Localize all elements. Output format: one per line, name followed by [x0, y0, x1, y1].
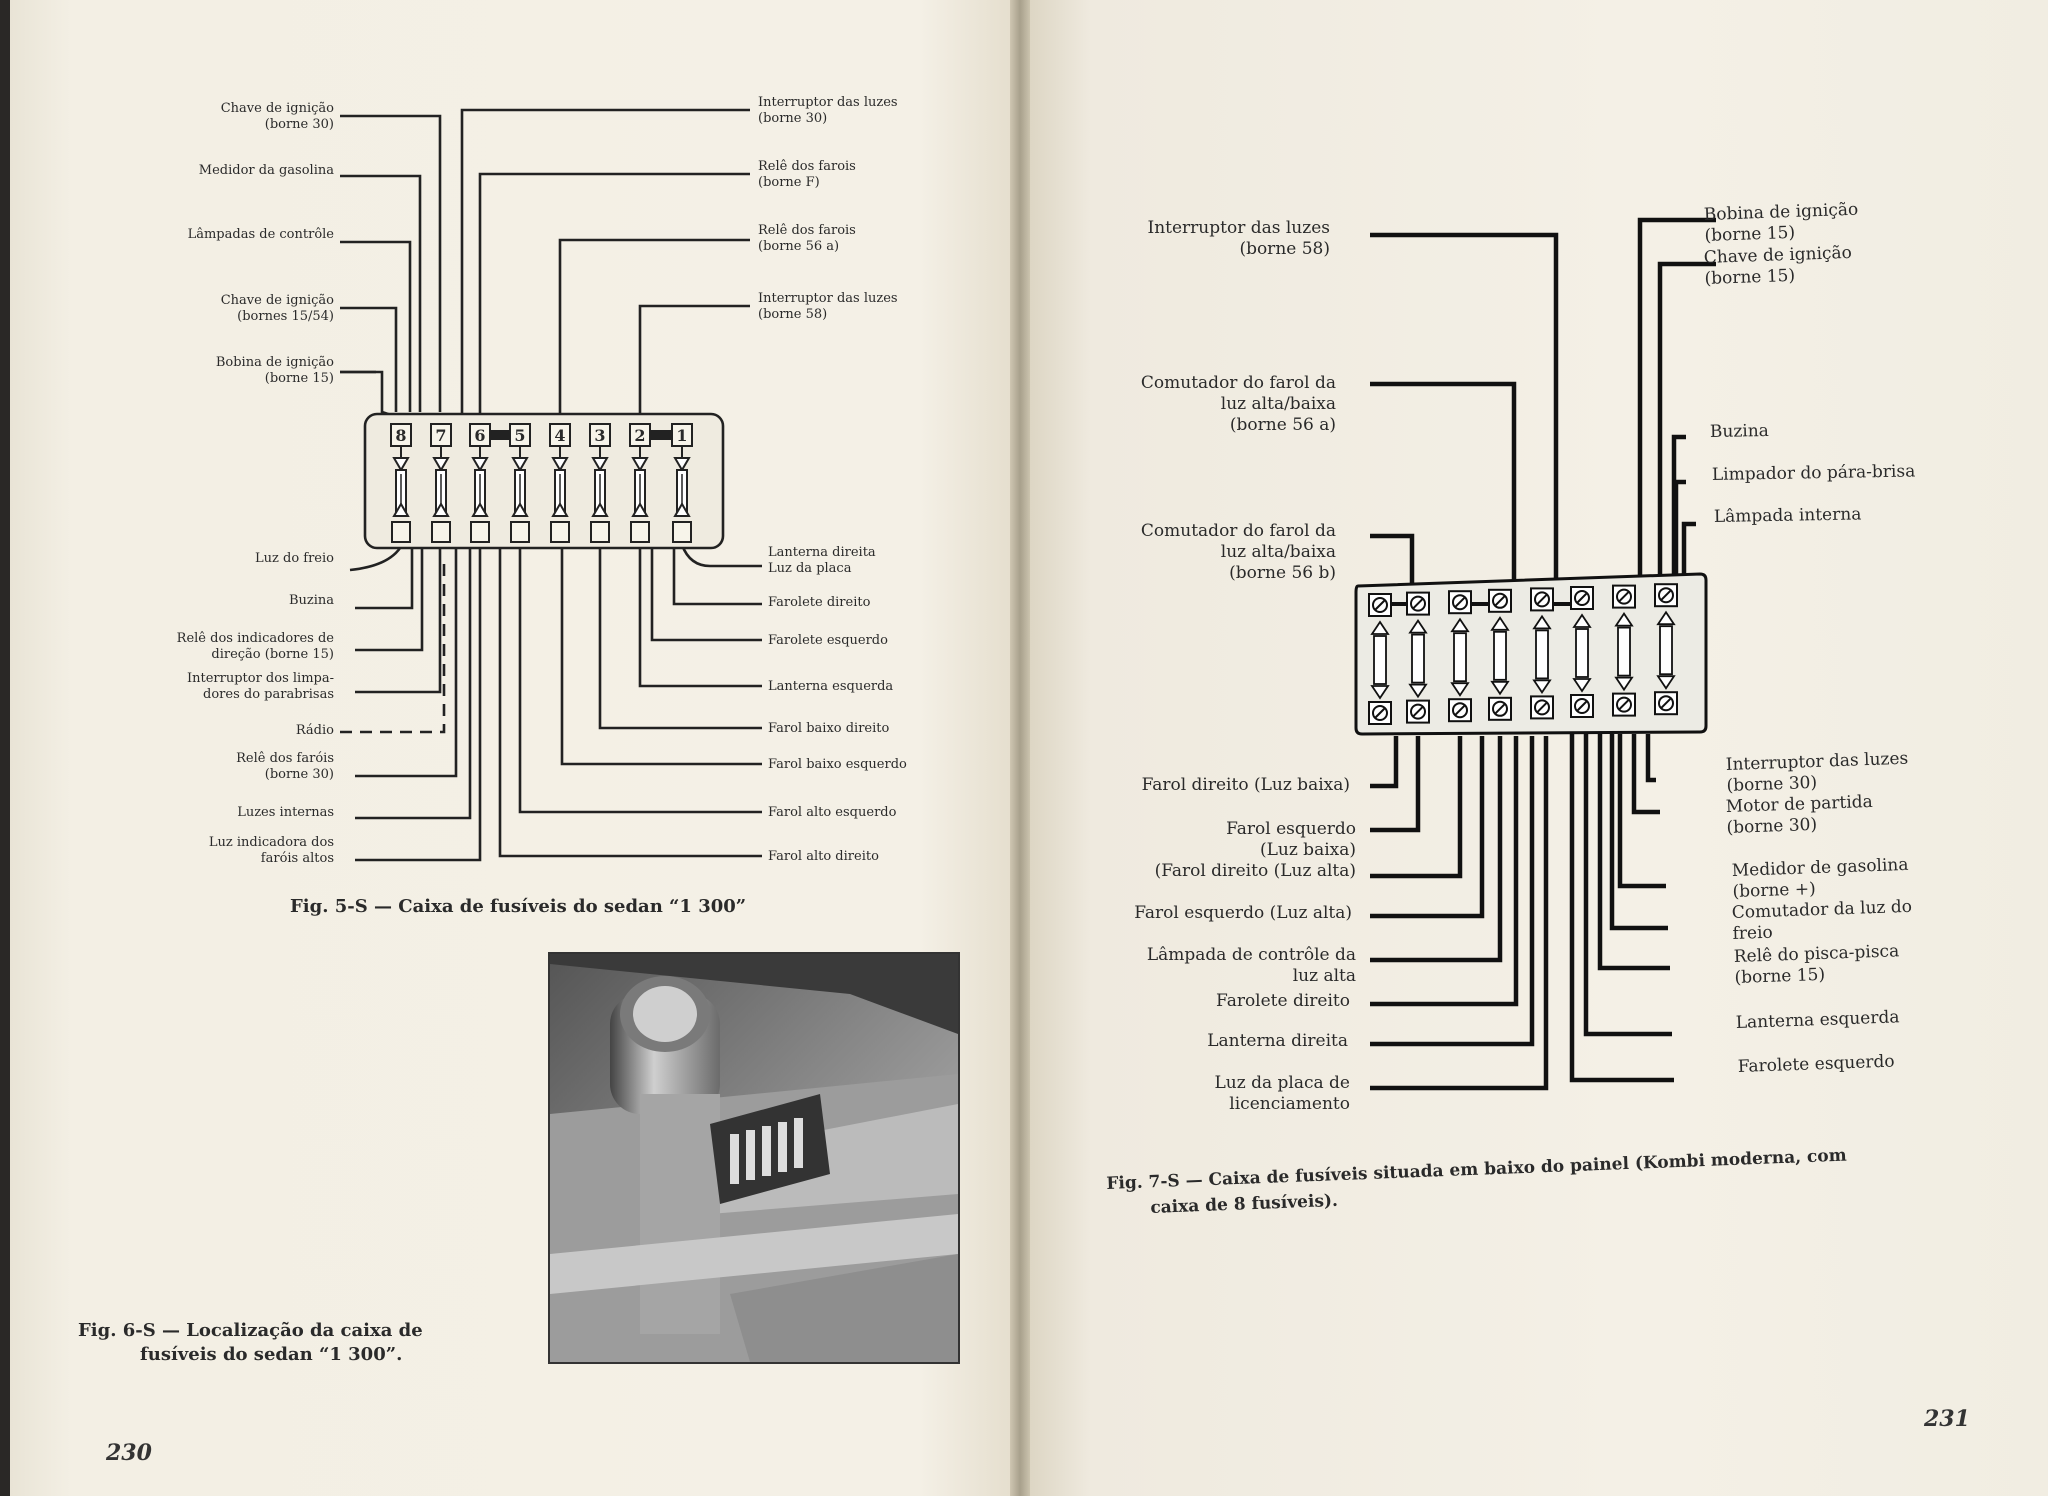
fig7-fuse: [1612, 584, 1636, 717]
fig5-bottom-right-label: Farol baixo direito: [768, 721, 890, 736]
fig5-fuse-number: 7: [435, 426, 446, 445]
fig7-bottom-right-label: Motor de partida(borne 30): [1725, 792, 1873, 838]
fig5-fuse-diagram: 8 7 6 5 4 3 2 1 Chave de ignição(borne 30) Medid…: [177, 95, 907, 866]
fig5-top-left-label: Chave de ignição(borne 30): [221, 101, 334, 132]
fig7-fuse: [1368, 593, 1392, 725]
fig5-bottom-right-label: Farolete direito: [768, 595, 871, 610]
book-gutter: [1010, 0, 1030, 1496]
fig5-bottom-left-label: Luz do freio: [255, 551, 334, 566]
fig7-wires: [1370, 217, 1716, 1091]
fig5-fuse-number: 5: [514, 426, 525, 445]
fig7-top-right-label: Chave de ignição(borne 15): [1703, 243, 1852, 289]
fig7-fuse: [1654, 583, 1678, 716]
fig5-fuse-3: 3: [589, 423, 611, 543]
fig6-caption-line1: Fig. 6-S — Localização da caixa de: [78, 1320, 423, 1341]
fig7-bottom-left-label: Farol esquerdo (Luz alta): [1134, 903, 1352, 923]
fig7-bottom-right-label: Interruptor das luzes(borne 30): [1725, 749, 1909, 796]
fig7-fuse: [1570, 586, 1594, 718]
fig5-fuse-number: 2: [634, 426, 645, 445]
fig7-fuse: [1406, 591, 1430, 724]
fig5-top-right-label: Interruptor das luzes(borne 58): [758, 291, 898, 322]
fig7-bottom-left-label: Farolete direito: [1216, 991, 1350, 1011]
fig7-bottom-left-label: Lanterna direita: [1207, 1031, 1348, 1051]
fig5-bottom-right-label: Farolete esquerdo: [768, 633, 888, 648]
fig7-bottom-right-label: Relê do pisca-pisca(borne 15): [1733, 941, 1900, 988]
fig5-fuses: 8 7 6 5 4 3 2 1: [390, 423, 693, 543]
fig5-fuse-number: 4: [554, 426, 565, 445]
fig7-top-left-label: Interruptor das luzes(borne 58): [1147, 218, 1330, 259]
fig7-bottom-right-label: Comutador da luz dofreio: [1731, 897, 1913, 944]
fig5-top-left-label: Medidor da gasolina: [199, 163, 334, 178]
fig5-bottom-right-label: Farol alto esquerdo: [768, 805, 897, 820]
fig7-fuse-box-outline: [1354, 572, 1708, 736]
fig5-top-left-label: Lâmpadas de contrôle: [188, 227, 335, 242]
fig5-labels: Chave de ignição(borne 30) Medidor da gas…: [177, 95, 907, 866]
fig5-bottom-left-label: Relê dos faróis(borne 30): [236, 751, 334, 782]
fig5-top-right-label: Interruptor das luzes(borne 30): [758, 95, 898, 126]
fig5-fuse-number: 8: [395, 426, 406, 445]
fig7-top-right-label: Lâmpada interna: [1714, 504, 1862, 527]
fig7-top-right-label: Buzina: [1710, 421, 1769, 442]
fig7-bottom-left-label: Farol esquerdo(Luz baixa): [1226, 819, 1356, 860]
fig5-bottom-right-label: Farol baixo esquerdo: [768, 757, 907, 772]
fig7-bottom-right-label: Medidor de gasolina(borne +): [1731, 855, 1909, 902]
fig7-top-right-label: Limpador do pára-brisa: [1712, 461, 1916, 485]
fig7-fuse: [1448, 590, 1472, 723]
fig5-fuse-6: 6: [469, 423, 491, 543]
fig7-fuse: [1488, 588, 1512, 721]
fig7-fuse-diagram: Interruptor das luzes(borne 58) Comutador…: [1134, 200, 1915, 1114]
fuse-box-location-photo: [548, 952, 960, 1364]
fig5-fuse-2: 2: [629, 423, 651, 543]
fig5-top-left-label: Chave de ignição(bornes 15/54): [221, 293, 334, 324]
fig5-fuse-1: 1: [671, 423, 693, 543]
fig5-bottom-right-label: Lanterna esquerda: [768, 679, 893, 694]
fig7-bottom-left-label: Farol direito (Luz baixa): [1142, 775, 1350, 795]
fig7-labels: Interruptor das luzes(borne 58) Comutador…: [1134, 200, 1915, 1114]
fig5-top-right-label: Relê dos farois(borne F): [758, 159, 856, 190]
fig5-fuse-5: 5: [509, 423, 531, 543]
fig5-fuse-number: 1: [676, 426, 687, 445]
fig5-fuse-8: 8: [390, 423, 412, 543]
fig5-fuse-number: 6: [474, 426, 485, 445]
right-page-number: 231: [1924, 1406, 1970, 1432]
fig5-bottom-left-label: Luzes internas: [237, 805, 334, 820]
fig7-bottom-left-label: (Farol direito (Luz alta): [1155, 861, 1356, 881]
fig5-bottom-left-label: Interruptor dos limpa-dores do parabrisa…: [187, 671, 334, 702]
fig5-fuse-number: 3: [594, 426, 605, 445]
fig5-fuse-4: 4: [549, 423, 571, 543]
fig7-fuse: [1530, 587, 1554, 720]
fig5-bottom-left-label: Rádio: [296, 723, 334, 738]
fig5-top-right-label: Relê dos farois(borne 56 a): [758, 223, 856, 254]
fig5-bottom-left-label: Buzina: [289, 593, 334, 608]
fig7-bottom-right-label: Lanterna esquerda: [1735, 1007, 1899, 1033]
left-page-number: 230: [106, 1440, 152, 1466]
fig7-top-right-label: Bobina de ignição(borne 15): [1703, 200, 1859, 246]
fig6-caption-line2: fusíveis do sedan “1 300”.: [140, 1344, 403, 1365]
right-page: [1030, 0, 2048, 1496]
fig5-fuse-7: 7: [430, 423, 452, 543]
fig7-bottom-right-label: Farolete esquerdo: [1737, 1052, 1894, 1077]
fig7-fuse-box: [1354, 572, 1708, 736]
fig5-bottom-right-label: Farol alto direito: [768, 849, 879, 864]
fig5-top-left-label: Bobina de ignição(borne 15): [216, 355, 334, 386]
fig5-caption: Fig. 5-S — Caixa de fusíveis do sedan “1…: [290, 896, 747, 917]
